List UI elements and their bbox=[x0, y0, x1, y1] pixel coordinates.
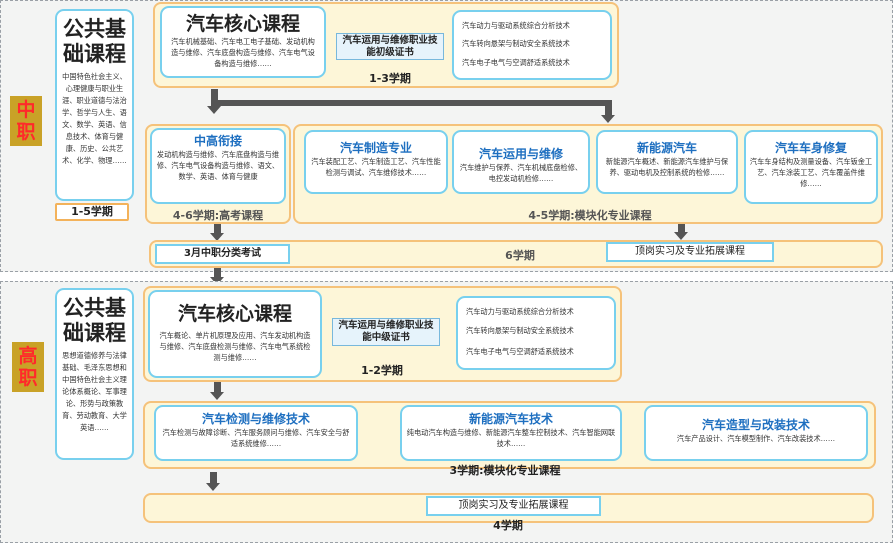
flow-arrow-head bbox=[674, 232, 688, 240]
module-card: 新能源汽车技术 纯电动汽车构造与维修、新能源汽车整车控制技术、汽车智能网联技术…… bbox=[400, 405, 622, 461]
gaozhi-core-title: 汽车核心课程 bbox=[177, 303, 292, 325]
term6-label: 6学期 bbox=[505, 249, 535, 262]
gaozhi-modules-label: 3学期:模块化专业课程 bbox=[449, 464, 561, 477]
major-text: 汽车车身结构及测量设备、汽车钣金工艺、汽车涂装工艺、汽车覆盖件维修…… bbox=[749, 157, 873, 188]
flow-arrow bbox=[678, 224, 685, 232]
module-text: 纯电动汽车构造与维修、新能源汽车整车控制技术、汽车智能网联技术…… bbox=[406, 428, 616, 448]
zhongzhi-advanced-card: 汽车动力与驱动系统综合分析技术 汽车转向悬架与制动安全系统技术 汽车电子电气与空… bbox=[452, 10, 612, 80]
major-title: 汽车制造专业 bbox=[339, 141, 412, 155]
gaozhi-advanced-card: 汽车动力与驱动系统综合分析技术 汽车转向悬架与制动安全系统技术 汽车电子电气与空… bbox=[456, 296, 616, 370]
zhongzhi-core-text: 汽车机械基础、汽车电工电子基础、发动机构造与维修、汽车底盘构造与维修、汽车电气设… bbox=[171, 37, 315, 68]
major-title: 汽车运用与维修 bbox=[478, 147, 563, 161]
advanced-item: 汽车动力与驱动系统综合分析技术 bbox=[466, 307, 574, 316]
major-card: 汽车运用与维修 汽车维护与保养、汽车机械底盘检修、电控发动机检修…… bbox=[452, 130, 590, 194]
gaozhi-public-card: 公共基础课程 思想道德修养与法律基础、毛泽东思想和中国特色社会主义理论体系概论、… bbox=[55, 288, 134, 460]
zhongzhi-public-title: 公共基础课程 bbox=[63, 17, 126, 66]
gaozhi-core-text: 汽车概论、单片机原理及应用、汽车发动机构造与维修、汽车底盘检测与维修、汽车电气系… bbox=[159, 331, 311, 362]
major-text: 新能源汽车概述、新能源汽车维护与保养、驱动电机及控制系统的检修…… bbox=[605, 157, 729, 177]
higher-prep-title: 中高衔接 bbox=[193, 134, 242, 148]
exam-box: 3月中职分类考试 bbox=[155, 244, 290, 264]
flow-arrow-head bbox=[207, 106, 221, 114]
zhongzhi-public-card: 公共基础课程 中国特色社会主义、心理健康与职业生涯、职业道德与法治学、哲学与人生… bbox=[55, 9, 134, 201]
gaozhi-term4-label: 4学期 bbox=[493, 519, 523, 532]
module-card: 汽车检测与维修技术 汽车检测与故障诊断、汽车服务顾问与维修、汽车安全与舒适系统维… bbox=[154, 405, 358, 461]
flow-arrow-head bbox=[601, 115, 615, 123]
zhongzhi-core-card: 汽车核心课程 汽车机械基础、汽车电工电子基础、发动机构造与维修、汽车底盘构造与维… bbox=[160, 6, 326, 78]
higher-prep-label: 4-6学期:高考课程 bbox=[172, 209, 264, 222]
zhongzhi-internship-box: 顶岗实习及专业拓展课程 bbox=[606, 242, 774, 262]
advanced-item: 汽车转向悬架与制动安全系统技术 bbox=[466, 326, 574, 335]
advanced-item: 汽车电子电气与空调舒适系统技术 bbox=[466, 347, 574, 356]
major-title: 汽车车身修复 bbox=[774, 141, 847, 155]
module-card: 汽车造型与改装技术 汽车产品设计、汽车模型制作、汽车改装技术…… bbox=[644, 405, 868, 461]
zhongzhi-core-title: 汽车核心课程 bbox=[185, 13, 300, 35]
flow-arrow bbox=[211, 89, 218, 106]
advanced-item: 汽车动力与驱动系统综合分析技术 bbox=[462, 21, 570, 30]
gaozhi-side-label: 高职 bbox=[12, 342, 44, 392]
advanced-item: 汽车电子电气与空调舒适系统技术 bbox=[462, 58, 570, 67]
major-title: 新能源汽车 bbox=[636, 141, 697, 155]
module-text: 汽车产品设计、汽车模型制作、汽车改装技术…… bbox=[676, 434, 836, 443]
module-text: 汽车检测与故障诊断、汽车服务顾问与维修、汽车安全与舒适系统维修…… bbox=[162, 428, 350, 448]
zhongzhi-cert: 汽车运用与维修职业技能初级证书 bbox=[336, 33, 444, 60]
flow-arrow bbox=[605, 100, 612, 115]
zhongzhi-public-duration: 1-5学期 bbox=[55, 203, 129, 221]
flow-arrow-head bbox=[210, 233, 224, 241]
flow-arrow bbox=[210, 472, 217, 483]
advanced-item: 汽车转向悬架与制动安全系统技术 bbox=[462, 39, 570, 48]
higher-prep-text: 发动机构造与维修、汽车底盘构造与维修、汽车电气设备构造与维修、语文、数学、英语、… bbox=[156, 150, 280, 181]
module-title: 汽车检测与维修技术 bbox=[201, 412, 310, 426]
flow-arrow bbox=[214, 224, 221, 233]
major-text: 汽车维护与保养、汽车机械底盘检修、电控发动机检修…… bbox=[459, 163, 583, 183]
major-text: 汽车装配工艺、汽车制造工艺、汽车性能检测与调试、汽车维修技术…… bbox=[311, 157, 441, 177]
flow-arrow bbox=[214, 382, 221, 392]
gaozhi-core-card: 汽车核心课程 汽车概论、单片机原理及应用、汽车发动机构造与维修、汽车底盘检测与维… bbox=[148, 290, 322, 378]
gaozhi-internship-box: 顶岗实习及专业拓展课程 bbox=[426, 496, 601, 516]
major-card: 汽车制造专业 汽车装配工艺、汽车制造工艺、汽车性能检测与调试、汽车维修技术…… bbox=[304, 130, 448, 194]
higher-prep-card: 中高衔接 发动机构造与维修、汽车底盘构造与维修、汽车电气设备构造与维修、语文、数… bbox=[150, 128, 286, 204]
gaozhi-public-title: 公共基础课程 bbox=[63, 296, 126, 345]
zhongzhi-public-text: 中国特色社会主义、心理健康与职业生涯、职业道德与法治学、哲学与人生、语文、数学、… bbox=[62, 72, 127, 165]
flow-arrow bbox=[214, 268, 221, 277]
flow-arrow-head bbox=[210, 392, 224, 400]
gaozhi-cert: 汽车运用与维修职业技能中级证书 bbox=[332, 318, 440, 346]
flow-arrow-head bbox=[206, 483, 220, 491]
major-card: 新能源汽车 新能源汽车概述、新能源汽车维护与保养、驱动电机及控制系统的检修…… bbox=[596, 130, 738, 194]
major-card: 汽车车身修复 汽车车身结构及测量设备、汽车钣金工艺、汽车涂装工艺、汽车覆盖件维修… bbox=[744, 130, 878, 204]
module-title: 新能源汽车技术 bbox=[468, 412, 553, 426]
gaozhi-core-terms: 1-2学期 bbox=[361, 364, 403, 377]
zhongzhi-side-label: 中职 bbox=[10, 96, 42, 146]
flow-arrow bbox=[217, 100, 612, 106]
majors-label: 4-5学期:模块化专业课程 bbox=[528, 209, 652, 222]
zhongzhi-core-terms: 1-3学期 bbox=[369, 72, 411, 85]
gaozhi-public-text: 思想道德修养与法律基础、毛泽东思想和中国特色社会主义理论体系概论、军事理论、形势… bbox=[62, 351, 127, 432]
module-title: 汽车造型与改装技术 bbox=[701, 418, 810, 432]
